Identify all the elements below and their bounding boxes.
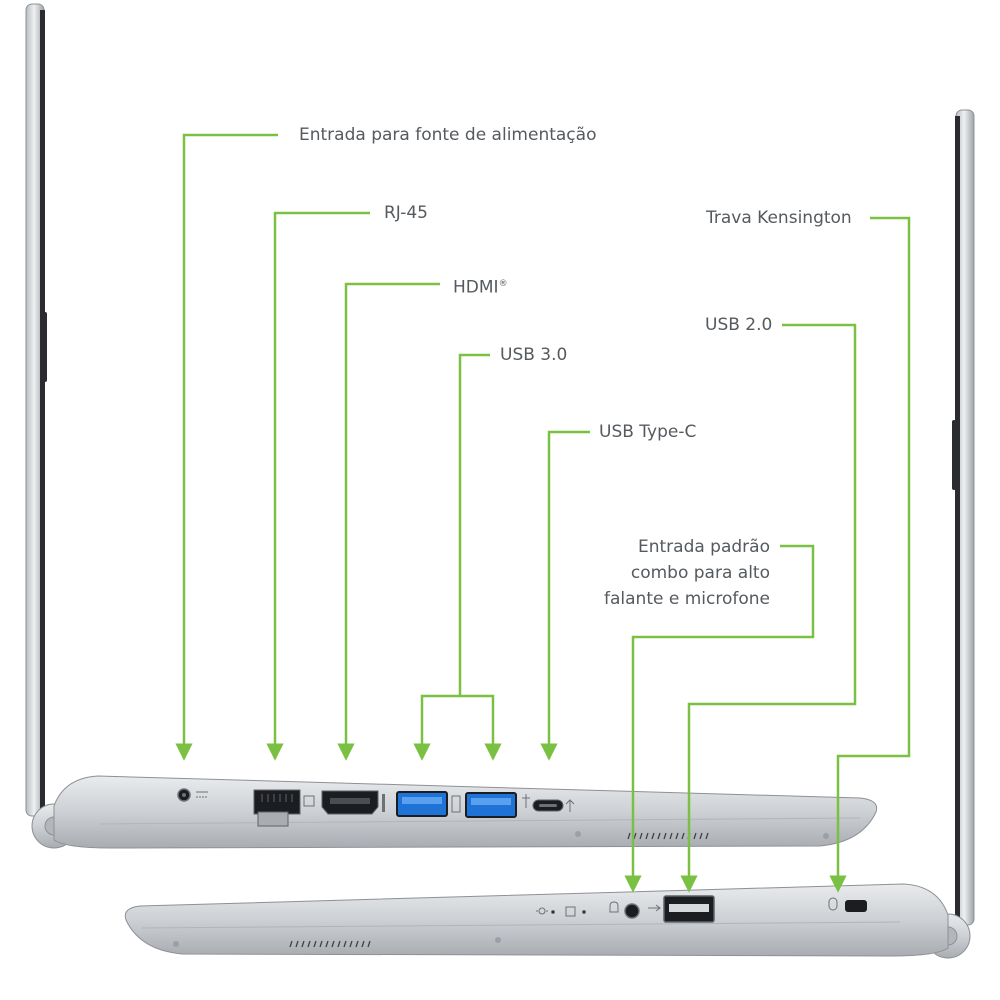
label-audio-line3: falante e microfone	[604, 589, 770, 609]
label-hdmi-registered-mark: ®	[498, 279, 508, 289]
callout-usb30-a	[413, 694, 460, 761]
usb-c-port-icon	[532, 799, 575, 812]
label-rj45: RJ-45	[384, 203, 428, 223]
label-power-input: Entrada para fonte de alimentação	[299, 125, 597, 145]
label-audio-line2: combo para alto	[630, 563, 770, 583]
callout-kensington	[829, 216, 911, 893]
hdmi-port-icon	[321, 790, 385, 815]
callout-audio	[624, 544, 815, 893]
label-usb-type-c: USB Type-C	[599, 422, 697, 442]
label-audio-line1: Entrada padrão	[637, 537, 770, 557]
callout-hdmi	[337, 282, 440, 761]
audio-jack-icon	[609, 901, 661, 919]
callout-usbc	[540, 430, 590, 761]
callout-lines	[175, 133, 911, 893]
laptop-left-side	[25, 3, 878, 849]
callout-usb20	[680, 323, 857, 893]
laptop-right-side	[124, 109, 975, 959]
usb2-port-icon	[663, 895, 715, 923]
status-led-icons	[536, 906, 586, 917]
usb3-port-icon	[396, 791, 461, 817]
callout-power	[175, 133, 278, 761]
usb3-port-icon	[465, 792, 530, 818]
power-port-icon	[177, 788, 208, 802]
label-usb30: USB 3.0	[500, 345, 568, 365]
label-hdmi-text: HDMI	[453, 277, 499, 298]
label-usb20: USB 2.0	[705, 315, 773, 335]
callout-rj45	[266, 211, 370, 761]
callout-usb30-stem	[458, 353, 490, 696]
kensington-slot-icon	[828, 897, 867, 912]
callout-usb30-b	[460, 694, 502, 761]
label-kensington-lock: Trava Kensington	[706, 208, 852, 228]
right-base	[124, 883, 949, 957]
ethernet-port-icon	[253, 789, 315, 827]
label-hdmi: HDMI®	[453, 271, 508, 301]
label-audio-combo: Entrada padrão combo para alto falante e…	[510, 534, 770, 612]
